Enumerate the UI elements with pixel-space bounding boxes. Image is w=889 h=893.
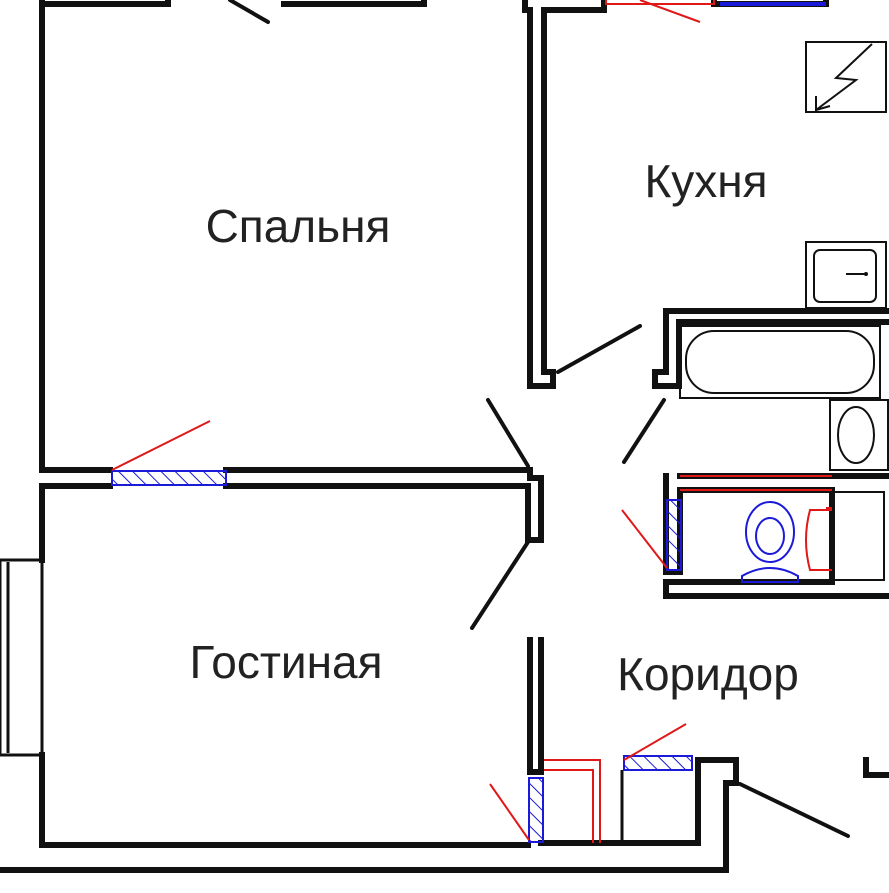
room-label-living-room: Гостиная [189,636,382,688]
living-left-lower-wall [39,752,531,848]
new-partitions [111,2,826,843]
bedroom-top-wall-right [281,0,427,7]
corridor-partition [528,777,544,843]
entrance-wall [863,757,889,778]
bathtub-icon [679,325,881,399]
washbasin-icon [829,399,889,471]
entrance-door [738,782,850,838]
kitchen-bottom-wall [652,308,889,389]
bedroom-left-wall [39,0,113,473]
bottom-outer-wall [0,757,739,873]
toilet-top-wall [663,473,889,599]
living-left-wall [39,483,113,563]
bedroom-door-partition [111,470,227,486]
room-label-bedroom: Спальня [206,200,391,252]
electric-stove-icon [805,41,887,113]
doors [228,0,850,838]
red-markings [111,0,832,843]
bedroom-door [486,398,530,468]
closet-partition [623,755,693,771]
bedroom-right-wall [522,0,607,389]
kitchen-sink-icon [805,241,887,309]
toilet-icon [741,491,885,583]
kitchen-door [556,324,642,374]
hall-partition [223,467,544,543]
entrance-door-top [228,0,270,24]
bedroom-top-wall [39,0,171,7]
walls [0,0,889,873]
bathroom-door [622,398,666,464]
living-right-wall [527,637,544,775]
room-label-corridor: Коридор [617,648,799,700]
toilet-partition [666,499,682,571]
room-label-kitchen: Кухня [644,155,767,207]
balcony-window [0,558,44,757]
living-door [470,540,530,630]
